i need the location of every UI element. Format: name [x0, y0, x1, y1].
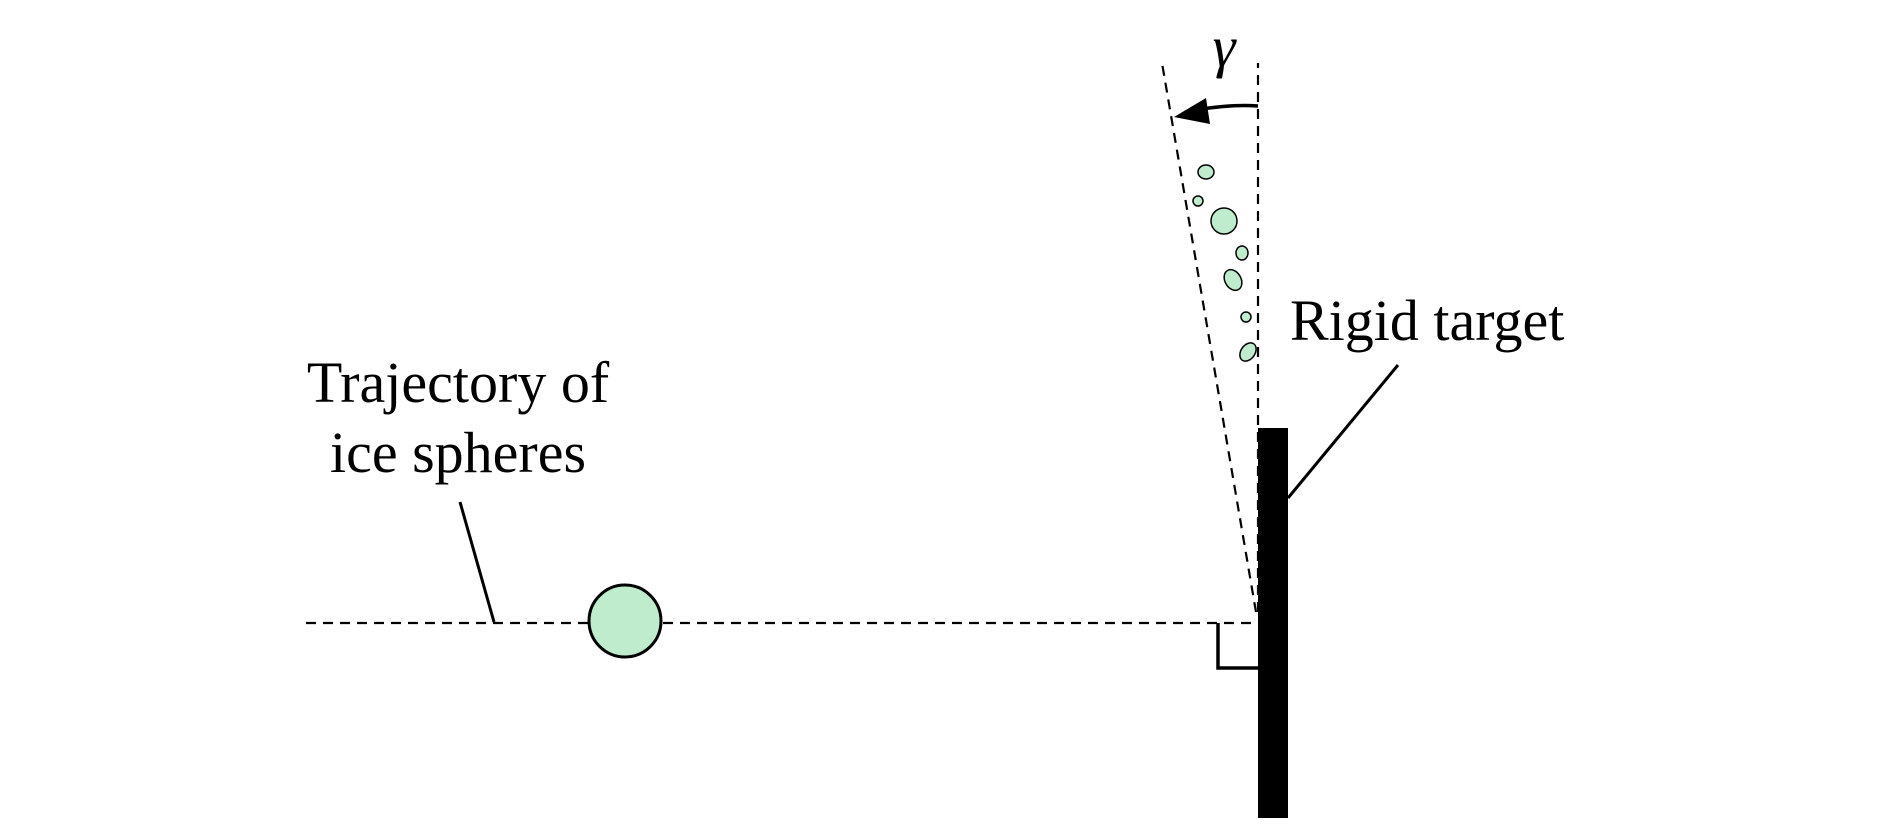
trajectory-label-line1: Trajectory of: [307, 350, 610, 415]
rigid-target-leader-line: [1286, 364, 1400, 499]
ice-fragment: [1210, 207, 1238, 235]
ice-fragments: [1192, 164, 1257, 362]
angle-gamma-symbol: γ: [1213, 14, 1238, 79]
cone-inclined-line: [1160, 62, 1258, 613]
trajectory-label-line2: ice spheres: [330, 420, 586, 485]
ice-fragment: [1192, 195, 1204, 207]
right-angle-marker: [1216, 623, 1258, 670]
trajectory-leader-line: [458, 501, 496, 623]
ice-fragment: [1223, 268, 1243, 292]
rigid-target-label: Rigid target: [1290, 288, 1564, 353]
angle-arrowhead: [1174, 98, 1210, 124]
ice-fragment: [1240, 311, 1252, 323]
ice-sphere: [587, 583, 663, 659]
rigid-target: [1258, 428, 1288, 818]
ice-fragment: [1197, 164, 1215, 180]
ice-fragment: [1235, 245, 1249, 261]
ice-fragment: [1239, 342, 1257, 362]
